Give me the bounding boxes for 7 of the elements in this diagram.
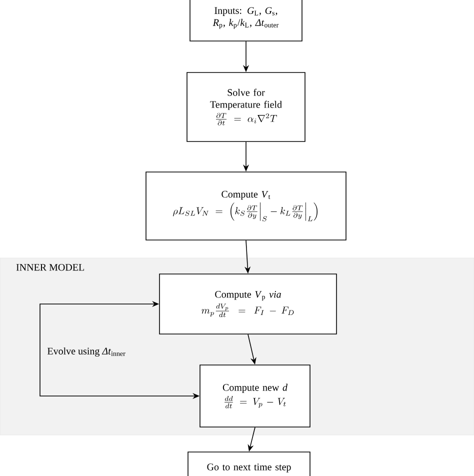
process-box: Compute V$_{p}$ via $m_p \frac{dV_p}{dt} = F_I - F_D$	[159, 274, 337, 334]
edge-label: Evolve using Δt$_{inner}$	[46, 346, 127, 358]
process-box: Solve for Temperature field $\frac{\partial T}{\partial t} = \alpha_i \nabla^2 T$	[186, 72, 306, 142]
process-box: Compute new d $\frac{dd}{dt} = V_p - V_t$	[200, 364, 310, 428]
process-box: Go to next time step	[188, 452, 310, 476]
process-box: Inputs: G$_{L}$, G$_{s}$, R$_{p}$, k$_{p}$/k$_{L}$, Δt$_{outer}$	[190, 0, 302, 42]
process-box: Compute V$_{t}$ $\rho L_{SL} V_N = \left( k_S \frac{\partial T}{\partial y}\Big|_S - k_L \frac{\partial T}{\partial y}\Big|_L \right)$	[146, 172, 346, 240]
